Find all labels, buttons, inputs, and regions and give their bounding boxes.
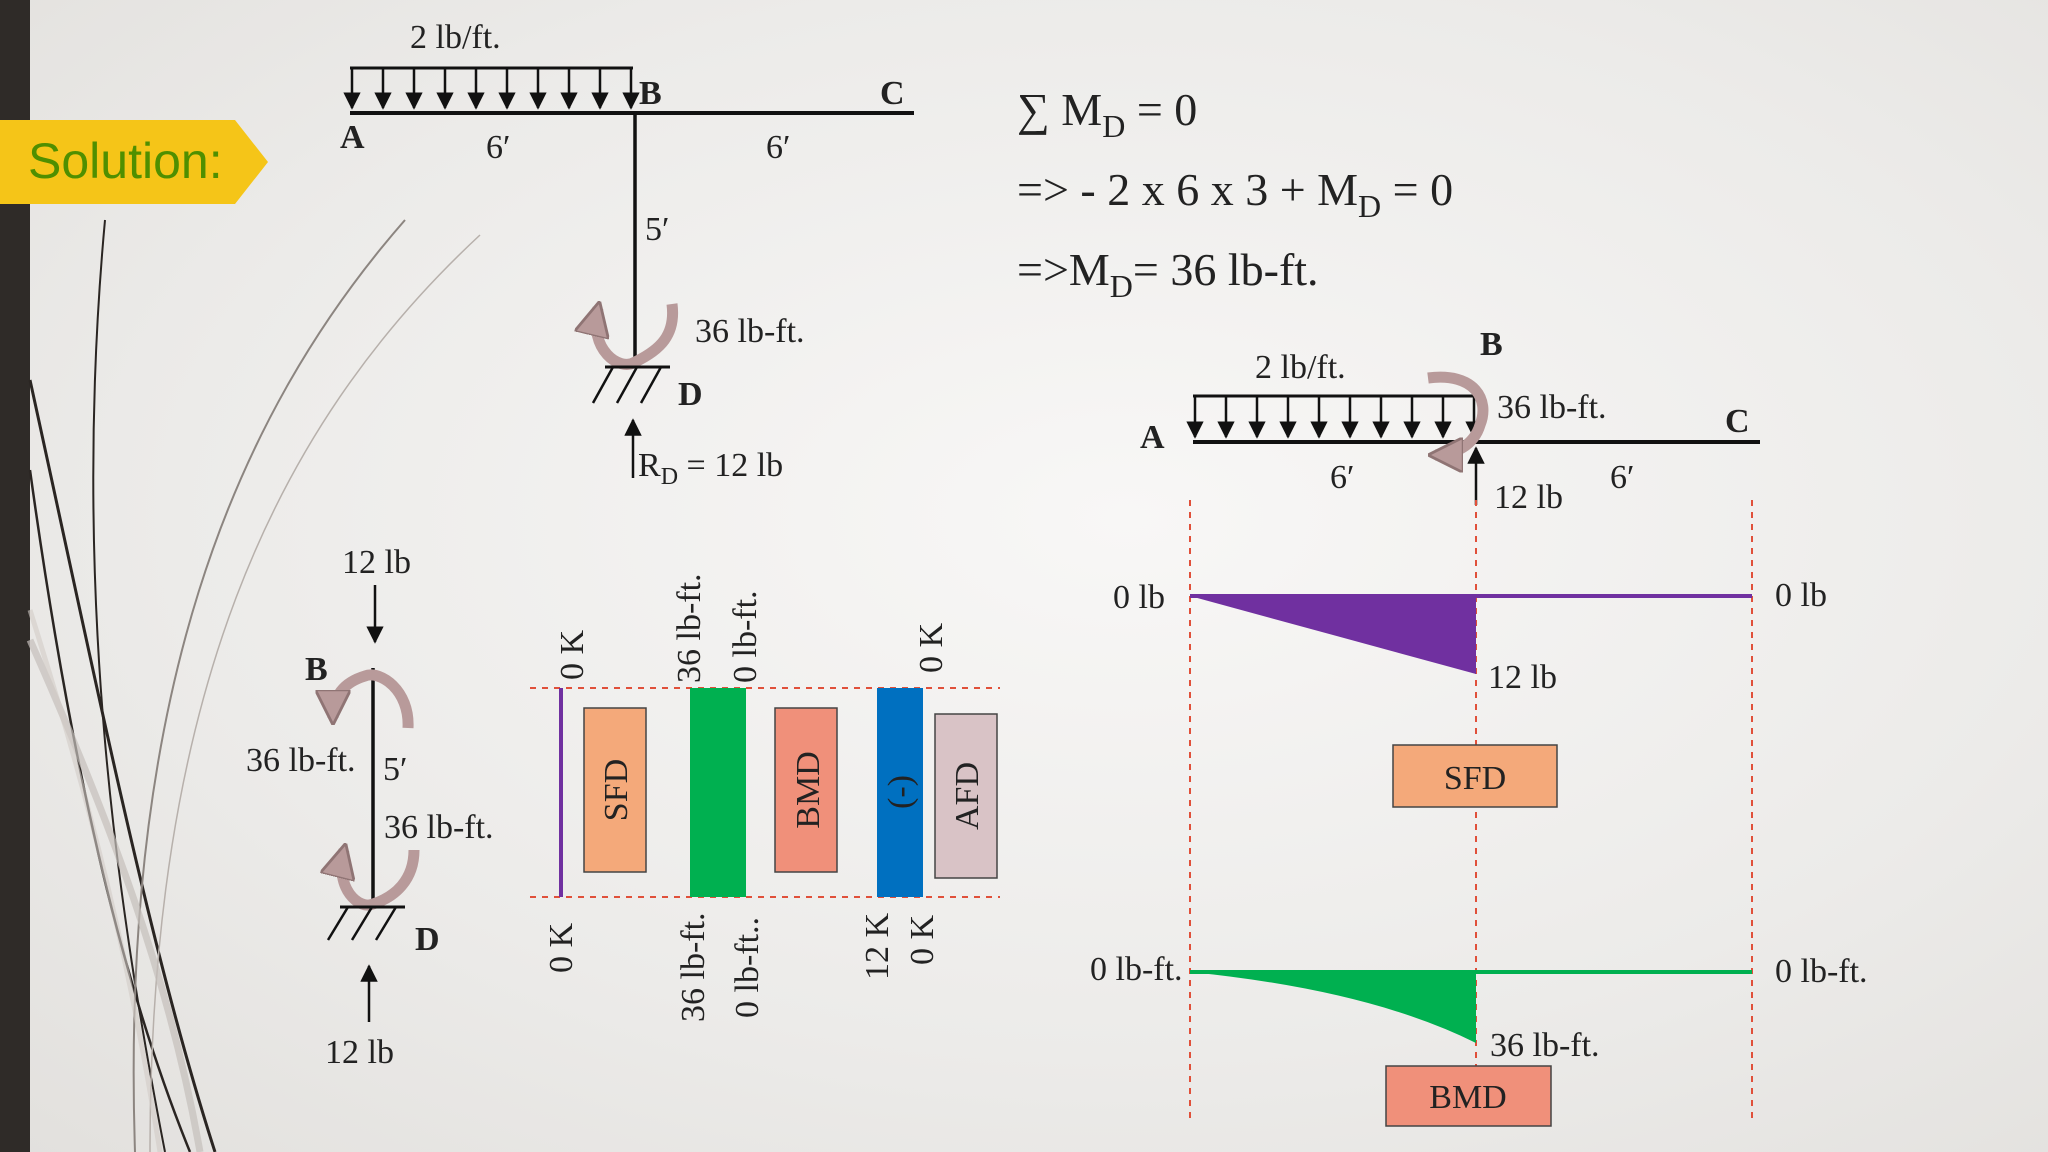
column-bmd-label: BMD [790, 751, 827, 828]
column-bmd-bottom-right: 0 lb-ft.. [729, 917, 766, 1018]
column-afd-box [934, 713, 998, 879]
column-moment-b-arrow [333, 669, 414, 729]
beam-load-arrows [1186, 396, 1483, 439]
frame-len-bc: 6′ [766, 129, 790, 166]
bmd-label: BMD [1429, 1079, 1506, 1116]
column-afd-bottom-right: 0 K [904, 915, 941, 966]
frame-moment-label: 36 lb-ft. [695, 313, 805, 350]
column-moment-b: 36 lb-ft. [246, 742, 356, 779]
column-top-force: 12 lb [342, 544, 411, 581]
beam-bmd: 0 lb-ft. 0 lb-ft. 36 lb-ft. BMD [1090, 951, 1868, 1127]
column-length: 5′ [383, 751, 407, 788]
sfd-min-value: 12 lb [1488, 659, 1557, 696]
frame-len-ab: 6′ [486, 129, 510, 166]
column-support-hatch [326, 906, 398, 941]
column-afd-sign: (-) [882, 775, 919, 809]
beam-point-c: C [1725, 403, 1750, 440]
frame-reaction-label: RD = 12 lb [638, 447, 783, 490]
frame-load-label: 2 lb/ft. [410, 19, 501, 56]
sfd-left-value: 0 lb [1113, 579, 1165, 616]
equations: ∑ MD = 0 => - 2 x 6 x 3 + MD = 0 =>MD= 3… [1017, 84, 1453, 304]
beam-point-b: B [1480, 326, 1503, 363]
beam-moment-arrow [1427, 371, 1489, 455]
frame-load-arrows [343, 68, 640, 110]
column-afd-bottom-left: 12 K [859, 913, 896, 981]
column-sfd-box [583, 707, 647, 873]
decorative-curves [26, 219, 481, 1152]
frame-support-hatch [591, 366, 663, 404]
column-bmd-top-right: 0 lb-ft. [727, 590, 764, 683]
bmd-label-box [1385, 1065, 1552, 1127]
column-diagrams: 0 K 0 K SFD 36 lb-ft. 0 lb-ft. 36 lb-ft.… [530, 573, 1000, 1022]
sfd-right-value: 0 lb [1775, 577, 1827, 614]
column-point-d: D [415, 921, 440, 958]
bmd-min-value: 36 lb-ft. [1490, 1027, 1600, 1064]
column-afd-top: 0 K [913, 623, 950, 674]
column-sfd-label: SFD [598, 759, 635, 821]
column-bmd-top-left: 36 lb-ft. [671, 573, 708, 683]
solution-banner: Solution: [0, 120, 268, 204]
beam-fbd: B 2 lb/ft. 36 lb-ft. A C 6′ 6′ 12 lb [1140, 326, 1760, 516]
beam-moment-label: 36 lb-ft. [1497, 389, 1607, 426]
column-afd-label: AFD [949, 762, 986, 830]
column-sfd-top: 0 K [554, 630, 591, 681]
beam-point-a: A [1140, 419, 1165, 456]
bmd-fill [1190, 972, 1476, 1043]
sfd-label-box [1392, 744, 1558, 808]
column-afd-fill [877, 688, 923, 897]
frame-point-b: B [639, 75, 662, 112]
beam-reaction-label: 12 lb [1494, 479, 1563, 516]
bmd-right-value: 0 lb-ft. [1775, 953, 1868, 990]
column-bmd-box [774, 707, 838, 873]
sfd-fill [1190, 596, 1476, 674]
sfd-label: SFD [1444, 760, 1506, 797]
solution-label: Solution: [28, 133, 223, 189]
column-bmd-bottom-left: 36 lb-ft. [675, 912, 712, 1022]
beam-sfd: 0 lb 0 lb 12 lb SFD [1113, 577, 1827, 808]
bmd-left-value: 0 lb-ft. [1090, 951, 1183, 988]
column-moment-d: 36 lb-ft. [384, 809, 494, 846]
column-moment-d-arrow [342, 850, 420, 911]
beam-len-bc: 6′ [1610, 459, 1634, 496]
beam-load-label: 2 lb/ft. [1255, 349, 1346, 386]
frame-len-bd: 5′ [645, 211, 669, 248]
beam-len-ab: 6′ [1330, 459, 1354, 496]
equation-1: ∑ MD = 0 [1017, 84, 1197, 144]
column-bmd-fill [690, 688, 746, 897]
frame-moment-arrow [596, 304, 679, 370]
equation-2: => - 2 x 6 x 3 + MD = 0 [1017, 164, 1453, 224]
frame-point-c: C [880, 75, 905, 112]
column-sfd-bottom: 0 K [543, 923, 580, 974]
frame-diagram: 2 lb/ft. A B C 6′ 6′ 5′ 36 lb-ft. [340, 19, 914, 490]
frame-point-a: A [340, 119, 365, 156]
frame-point-d: D [678, 376, 703, 413]
equation-3: =>MD= 36 lb-ft. [1017, 244, 1319, 304]
column-fbd: 12 lb B 36 lb-ft. 5′ 36 lb-ft. D 12 lb [246, 544, 494, 1071]
column-point-b: B [305, 651, 328, 688]
column-bottom-force: 12 lb [325, 1034, 394, 1071]
